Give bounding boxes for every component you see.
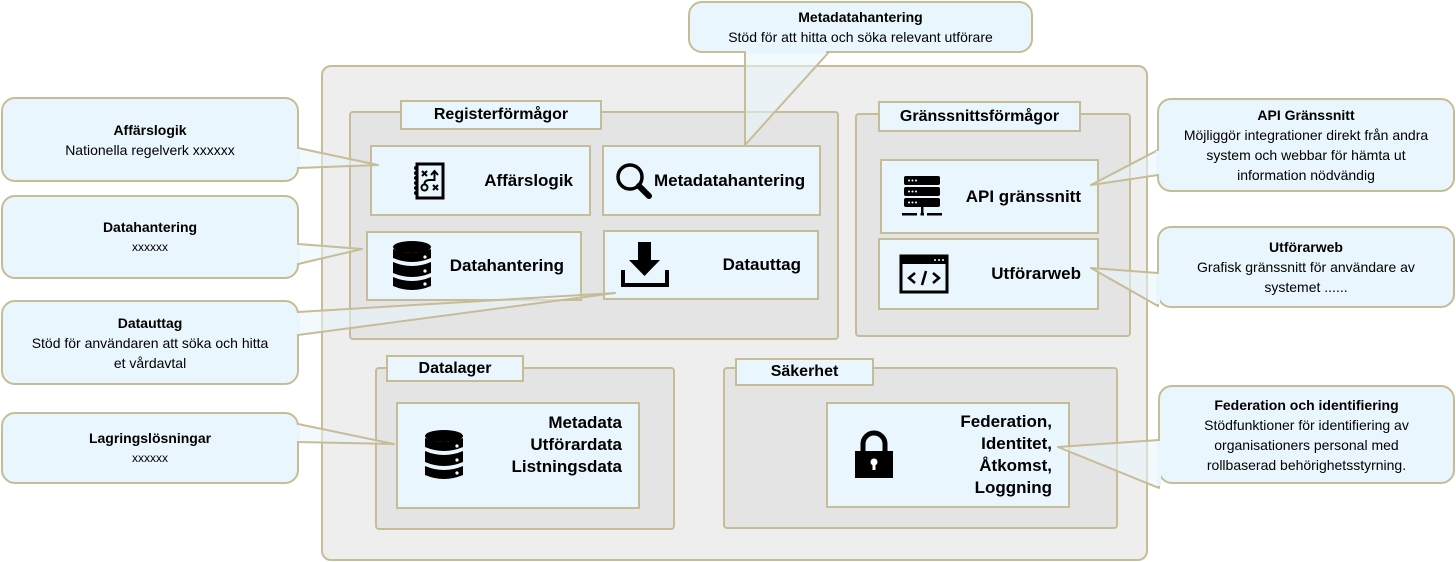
group-title-registerformagor: Registerförmågor	[400, 100, 602, 130]
card-label: Affärslogik	[484, 170, 573, 190]
card-affarslogik[interactable]: Affärslogik	[370, 145, 591, 216]
line-federation: Federation,	[960, 412, 1052, 431]
server-network-icon	[882, 175, 950, 219]
padlock-icon	[828, 430, 904, 480]
group-title-sakerhet: Säkerhet	[735, 358, 874, 386]
group-title-granssnittsformagor: Gränssnittsförmågor	[878, 101, 1081, 132]
callout-metadatahantering: Metadatahantering Stöd för att hitta och…	[688, 1, 1033, 53]
card-label: Datauttag	[722, 255, 801, 274]
group-title-datalager: Datalager	[386, 355, 524, 382]
callout-datahantering: Datahantering xxxxxx	[1, 195, 299, 279]
card-sakerhet[interactable]: Federation, Identitet, Åtkomst, Loggning	[826, 402, 1070, 508]
card-utforarweb[interactable]: Utförarweb	[878, 238, 1099, 310]
magnifier-icon	[604, 161, 654, 201]
card-datauttag[interactable]: Datauttag	[603, 230, 819, 300]
card-label: API gränssnitt	[965, 186, 1081, 206]
callout-text: Stödfunktioner för identifiering av orga…	[1204, 416, 1409, 473]
callout-title: Federation och identifiering	[1214, 396, 1399, 413]
callout-text: xxxxxx	[132, 451, 168, 465]
card-datahantering[interactable]: Datahantering	[366, 231, 582, 301]
database-icon	[398, 404, 474, 481]
callout-title: API Gränssnitt	[1257, 107, 1355, 123]
database-icon	[368, 240, 438, 292]
callout-text: Nationella regelverk xxxxxx	[65, 141, 235, 158]
line-utforardata: Utförardata	[530, 435, 622, 454]
callout-text: Möjliggör integrationer direkt från andr…	[1183, 127, 1429, 183]
callout-text: Grafisk gränssnitt för användare av syst…	[1197, 259, 1415, 295]
line-identitet: Identitet,	[981, 434, 1052, 453]
group-title-text: Säkerhet	[770, 363, 839, 380]
callout-title: Lagringslösningar	[88, 430, 212, 446]
card-datalager[interactable]: Metadata Utförardata Listningsdata	[396, 402, 640, 509]
card-metadatahantering[interactable]: Metadatahantering	[602, 145, 821, 216]
callout-title: Utförarweb	[1269, 239, 1343, 255]
card-label: Datahantering	[449, 256, 564, 275]
group-title-text: Gränssnittsförmågor	[899, 107, 1060, 125]
callout-text: xxxxxx	[132, 240, 168, 254]
card-label-lines: Federation, Identitet, Åtkomst, Loggning	[904, 411, 1068, 499]
card-api-granssnitt[interactable]: API gränssnitt	[880, 159, 1099, 234]
code-window-icon	[880, 254, 954, 294]
line-atkomst: Åtkomst,	[979, 456, 1052, 475]
card-label: Metadatahantering	[654, 170, 806, 190]
callout-text: Stöd för användaren att söka och hitta e…	[31, 334, 269, 371]
strategy-board-icon	[372, 162, 464, 200]
download-icon	[605, 240, 673, 290]
card-label-lines: Metadata Utförardata Listningsdata	[474, 404, 638, 478]
line-metadata: Metadata	[548, 413, 622, 432]
callout-datauttag: Datauttag Stöd för användaren att söka o…	[1, 300, 299, 385]
callout-utforarweb: Utförarweb Grafisk gränssnitt för använd…	[1157, 226, 1455, 308]
callout-title: Affärslogik	[113, 121, 187, 138]
callout-affarslogik: Affärslogik Nationella regelverk xxxxxx	[1, 97, 299, 182]
callout-text: Stöd för att hitta och söka relevant utf…	[728, 29, 993, 45]
group-title-text: Datalager	[418, 359, 492, 377]
callout-title: Datahantering	[102, 219, 198, 235]
group-title-text: Registerförmågor	[433, 106, 569, 123]
line-listningsdata: Listningsdata	[511, 457, 622, 476]
line-loggning: Loggning	[974, 478, 1052, 497]
callout-title: Datauttag	[117, 314, 183, 331]
callout-title: Metadatahantering	[798, 9, 923, 25]
callout-lagringslosningar: Lagringslösningar xxxxxx	[1, 412, 299, 484]
callout-federation: Federation och identifiering Stödfunktio…	[1158, 385, 1455, 484]
callout-api-granssnitt: API Gränssnitt Möjliggör integrationer d…	[1157, 98, 1455, 192]
card-label: Utförarweb	[991, 264, 1081, 283]
